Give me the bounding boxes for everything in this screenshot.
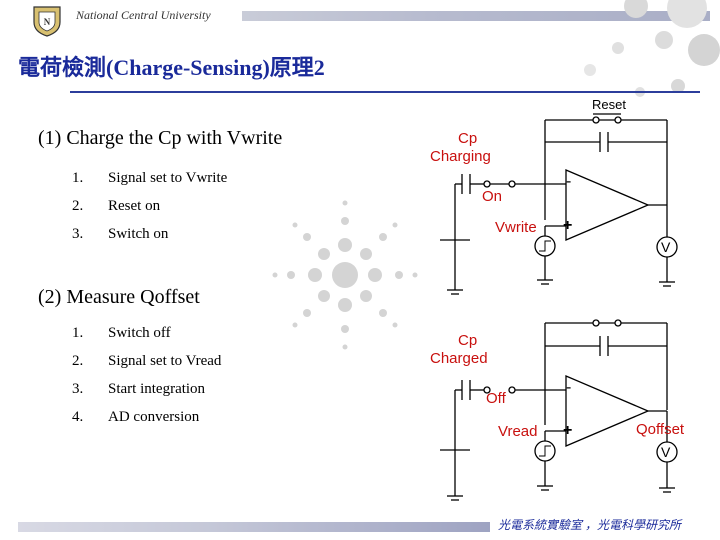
section2-step-num: 3. [72,381,84,397]
circuit2-cp-label: Cp [458,332,478,349]
circuit1-state-label: Charging [430,148,491,165]
circuit2-meter: V [661,444,671,460]
section2-step-text: Switch off [108,325,171,341]
circuit2-switch-label: Off [486,390,506,407]
section2-step-num: 1. [72,325,84,341]
circuit2-output-label: Qoffset [636,421,685,438]
university-name: National Central University [76,8,211,22]
section1-step-text: Switch on [108,226,169,242]
section1-step-text: Signal set to Vwrite [108,170,228,186]
decorative-starburst [272,200,418,350]
decorative-circles [584,0,720,97]
circuit2-plus: + [563,422,572,439]
section2-step-num: 4. [72,409,84,425]
circuit1-switch-label: On [482,188,503,205]
circuit1-reset-label: Reset [592,97,626,112]
circuit1-meter: V [661,239,671,255]
section1-step-num: 1. [72,170,84,186]
footer-bar [18,522,490,532]
circuit2-source-label: Vread [498,423,538,440]
circuit1-cp-label: Cp [458,130,478,147]
svg-text:N: N [44,17,51,27]
circuit2-state-label: Charged [430,350,488,367]
circuit1-source-label: Vwrite [495,219,537,236]
header-bar [242,11,710,21]
section2-step-text: Signal set to Vread [108,353,222,369]
circuit2-minus: - [566,379,571,396]
ncu-logo-icon: N [30,4,64,38]
title-divider [70,91,700,93]
section1-step-text: Reset on [108,198,161,214]
section1-heading: (1) Charge the Cp with Vwrite [38,127,283,149]
footer-text: 光電系統實驗室 ，光電科學研究所 [498,518,682,532]
section2-heading: (2) Measure Qoffset [38,286,200,308]
section2-step-num: 2. [72,353,84,369]
section1-step-num: 2. [72,198,84,214]
page-title: 電荷檢測(Charge-Sensing)原理2 [18,55,325,80]
circuit1-plus: + [563,217,572,234]
section1-step-num: 3. [72,226,84,242]
section2-step-text: AD conversion [108,409,200,425]
section2-step-text: Start integration [108,381,206,397]
circuit1-minus: - [566,173,571,190]
